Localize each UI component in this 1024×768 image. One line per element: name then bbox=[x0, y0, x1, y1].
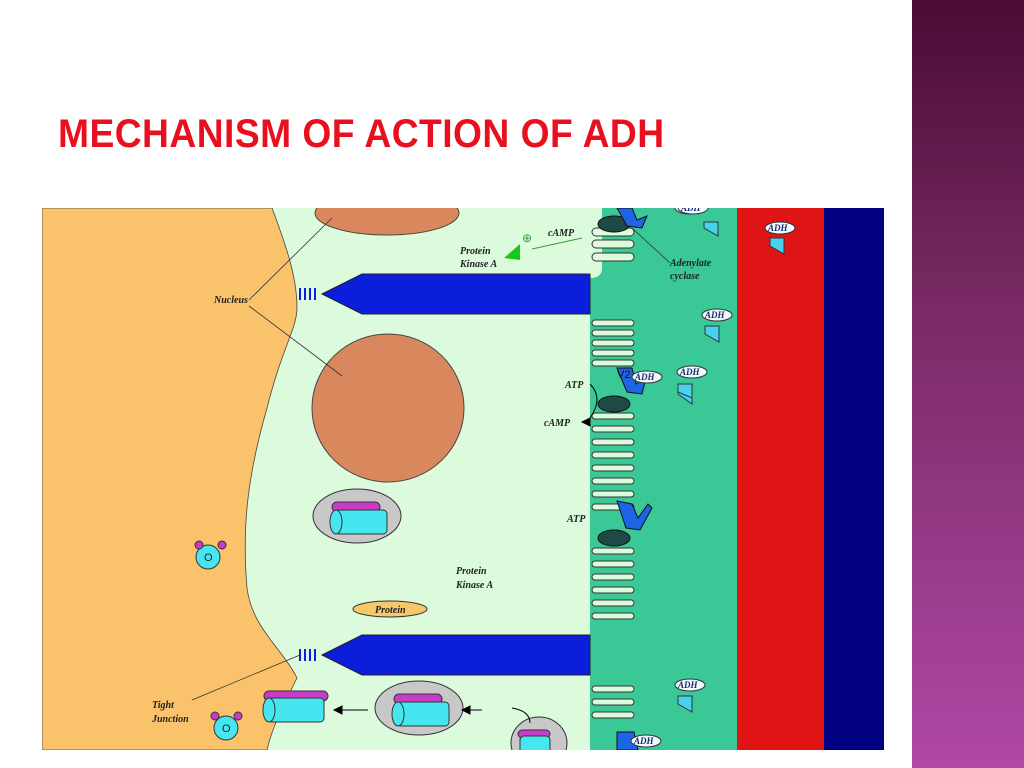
camp-label-mid: cAMP bbox=[544, 418, 571, 429]
pka-activation: ⊕ bbox=[504, 231, 583, 260]
water-molecule-1: O bbox=[194, 540, 227, 570]
adenylate-cyclase-mid bbox=[597, 395, 631, 413]
nucleus-label: Nucleus bbox=[213, 295, 248, 306]
tight-junction-label-2: Junction bbox=[151, 714, 189, 725]
adh-molecule: ADH bbox=[674, 678, 706, 713]
aquaporin-vesicle-fusing bbox=[510, 716, 568, 750]
svg-text:ADH: ADH bbox=[633, 736, 655, 746]
transport-arrows bbox=[332, 705, 531, 724]
v2-receptor-bottom bbox=[616, 731, 639, 750]
adh-molecule: ADH bbox=[764, 221, 796, 255]
v2-receptor-low bbox=[616, 500, 653, 531]
svg-text:ADH: ADH bbox=[680, 208, 702, 213]
tight-junction-label-1: Tight bbox=[152, 700, 175, 711]
tight-junction-bottom bbox=[299, 634, 591, 676]
water-o-label: O bbox=[204, 552, 213, 564]
pointer-lines bbox=[191, 217, 671, 701]
atp-label-1: ATP bbox=[564, 380, 584, 391]
pka-label-top-2: Kinase A bbox=[459, 259, 497, 270]
tight-junction-top bbox=[299, 273, 591, 315]
aquaporin-vesicle bbox=[312, 488, 402, 544]
aquaporin-vesicle-bottom bbox=[374, 680, 464, 736]
water-molecule-2: O bbox=[210, 711, 243, 741]
protein-label: Protein bbox=[375, 605, 406, 616]
adh-molecule: ADH bbox=[676, 365, 708, 399]
pka-label-mid-1: Protein bbox=[456, 566, 487, 577]
blood-vessel bbox=[737, 208, 824, 750]
aquaporin-channel bbox=[262, 690, 329, 723]
blood-vessel-band bbox=[824, 208, 884, 750]
camp-label-top: cAMP bbox=[548, 228, 575, 239]
adh-molecule-partial: ADH bbox=[677, 208, 709, 215]
nucleus-middle bbox=[311, 333, 465, 483]
tubular-lumen bbox=[42, 208, 298, 750]
adh-molecule: ADH bbox=[630, 734, 662, 748]
adenylate-label-2: cyclase bbox=[670, 271, 700, 282]
atp-to-camp-arrow bbox=[580, 383, 598, 427]
v2-receptor-top bbox=[616, 208, 648, 229]
svg-text:ADH: ADH bbox=[704, 310, 726, 320]
pka-triangle-icon bbox=[504, 244, 520, 260]
pka-label-mid-2: Kinase A bbox=[455, 580, 493, 591]
plus-icon: ⊕ bbox=[522, 231, 532, 245]
svg-text:ADH: ADH bbox=[679, 367, 701, 377]
water-o-label: O bbox=[222, 723, 231, 735]
svg-text:ADH: ADH bbox=[677, 680, 699, 690]
nucleus-top bbox=[314, 208, 460, 236]
svg-text:ADH: ADH bbox=[634, 372, 656, 382]
v2-receptor-label: V2 bbox=[617, 369, 630, 381]
side-decoration-bar bbox=[912, 0, 1024, 768]
atp-label-2: ATP bbox=[566, 514, 586, 525]
adenylate-label-1: Adenylate bbox=[669, 258, 712, 269]
adenylate-cyclase-low bbox=[597, 529, 631, 547]
svg-text:ADH: ADH bbox=[767, 223, 789, 233]
pka-label-top-1: Protein bbox=[460, 246, 491, 257]
adh-mechanism-diagram: Protein O O V2 ADH ADH ADH bbox=[42, 208, 884, 750]
slide-title: MECHANISM OF ACTION OF ADH bbox=[58, 112, 665, 156]
adh-molecule: ADH bbox=[701, 308, 733, 343]
protein-oval bbox=[352, 600, 428, 618]
